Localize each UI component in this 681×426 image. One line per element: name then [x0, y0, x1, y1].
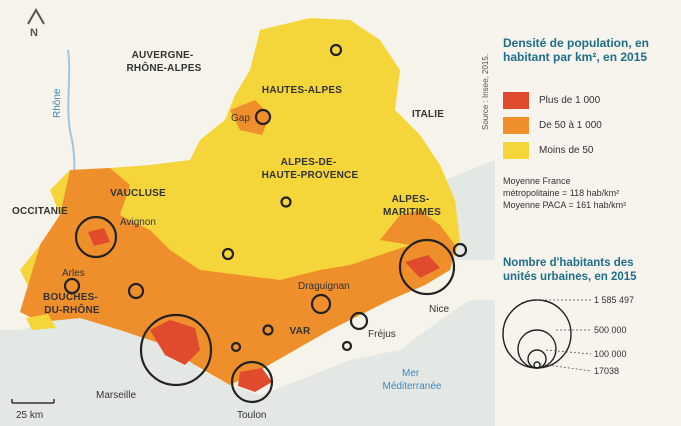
river-label: Rhône [52, 88, 63, 118]
note-line-3: Moyenne PACA = 161 hab/km² [503, 200, 627, 210]
legend-row-medium: De 50 à 1 000 [503, 117, 602, 134]
size-title-line-1: Nombre d'habitants des [503, 257, 634, 269]
legend-label-medium: De 50 à 1 000 [539, 120, 602, 131]
vaucluse-medium-density [60, 168, 130, 215]
source-label: Source : Insee, 2015. [481, 54, 490, 130]
gap-medium-density [230, 100, 270, 135]
density-map: N Rhône AUVERGNE- RHÔNE-ALPES ITALIE HAU… [0, 0, 495, 426]
circle-avignon [74, 215, 118, 259]
size-label-largest: 1 585 497 [594, 295, 634, 305]
circle-briancon [329, 43, 343, 57]
region-label-hautes-alpes: HAUTES-ALPES [262, 85, 342, 96]
camargue-low-density [26, 314, 56, 330]
size-title-line-2: unités urbaines, en 2015 [503, 271, 637, 283]
circle-aubagne [230, 341, 242, 353]
nice-high-density [405, 255, 440, 278]
size-label-100000: 100 000 [594, 349, 627, 359]
city-labels: Gap Avignon Arles Draguignan Fréjus Nice… [62, 113, 449, 421]
north-arrow-icon: N [27, 7, 45, 39]
alpes-maritimes-medium-density [380, 210, 455, 245]
size-label-smallest: 17038 [594, 366, 619, 376]
region-label-alpes-haute-provence: ALPES-DE- HAUTE-PROVENCE [262, 157, 359, 181]
size-legend-title: Nombre d'habitants des unités urbaines, … [503, 256, 681, 284]
note-line-2: métropolitaine = 118 hab/km² [503, 188, 620, 198]
city-label-draguignan: Draguignan [298, 281, 350, 292]
scale-label: 25 km [16, 410, 43, 421]
city-label-toulon: Toulon [237, 410, 266, 421]
circle-nice [398, 238, 456, 296]
legend-label-low: Moins de 50 [539, 145, 594, 156]
density-average-note: Moyenne France métropolitaine = 118 hab/… [503, 175, 626, 211]
city-label-gap: Gap [231, 113, 250, 124]
circle-digne [280, 196, 292, 208]
region-labels: AUVERGNE- RHÔNE-ALPES ITALIE HAUTES-ALPE… [12, 50, 444, 337]
circle-toulon [230, 360, 274, 404]
size-circle-100000 [527, 349, 547, 369]
swatch-medium [503, 117, 529, 134]
region-label-bouches-du-rhone: BOUCHES- DU-RHÔNE [43, 292, 101, 316]
circle-brignoles [262, 324, 274, 336]
paca-medium-density [20, 205, 455, 385]
circle-draguignan [310, 293, 332, 315]
toulon-high-density [238, 368, 272, 392]
legend-label-high: Plus de 1 000 [539, 95, 601, 106]
size-legend-graphic: 1 585 497 500 000 100 000 17038 [502, 295, 634, 376]
city-label-marseille: Marseille [96, 390, 136, 401]
legend-row-high: Plus de 1 000 [503, 92, 600, 109]
size-circle-largest [502, 299, 572, 369]
circle-arles [63, 277, 81, 295]
sea-label: Mer Méditerranée [383, 368, 442, 392]
region-label-var: VAR [290, 326, 312, 337]
avignon-high-density [88, 228, 110, 246]
note-line-1: Moyenne France [503, 176, 571, 186]
region-label-alpes-maritimes: ALPES- MARITIMES [383, 194, 441, 218]
scale-bar: 25 km [11, 399, 55, 421]
circle-salon [127, 282, 145, 300]
city-label-arles: Arles [62, 268, 85, 279]
urban-circles [63, 43, 468, 404]
city-label-avignon: Avignon [120, 217, 156, 228]
region-label-italie: ITALIE [412, 109, 444, 120]
north-label: N [30, 27, 38, 39]
circle-marseille [139, 313, 213, 387]
city-label-nice: Nice [429, 304, 449, 315]
region-label-vaucluse: VAUCLUSE [110, 188, 166, 199]
map-canvas: N Rhône AUVERGNE- RHÔNE-ALPES ITALIE HAU… [0, 0, 495, 421]
density-legend-title: Densité de population, en habitant par k… [503, 36, 650, 64]
map-legend: Densité de population, en habitant par k… [495, 0, 681, 426]
swatch-high [503, 92, 529, 109]
circle-manosque [221, 247, 235, 261]
marseille-high-density [150, 320, 200, 365]
circle-hyeres-area [341, 340, 353, 352]
city-label-frejus: Fréjus [368, 329, 396, 340]
size-label-500000: 500 000 [594, 325, 627, 335]
region-label-occitanie: OCCITANIE [12, 206, 68, 217]
legend-row-low: Moins de 50 [503, 142, 593, 159]
swatch-low [503, 142, 529, 159]
size-circle-smallest [533, 361, 541, 369]
region-label-auvergne: AUVERGNE- RHÔNE-ALPES [127, 50, 202, 74]
circle-gap [254, 108, 272, 126]
circle-frejus [349, 311, 369, 331]
circle-menton [452, 242, 468, 258]
